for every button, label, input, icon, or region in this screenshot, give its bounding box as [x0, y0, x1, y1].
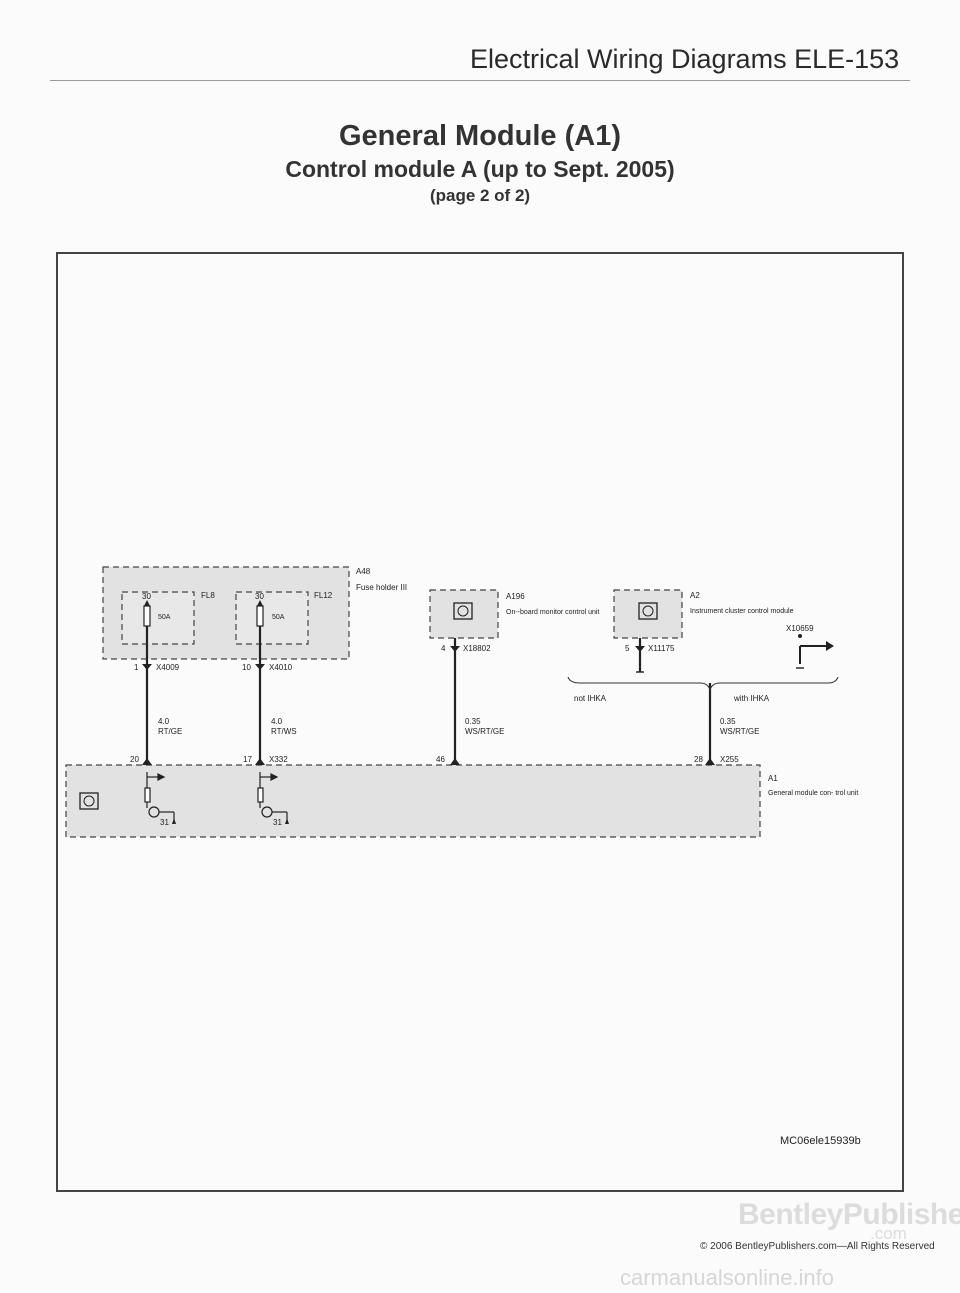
fuse-fl8-id: FL8: [201, 591, 215, 600]
wire-2-gauge: 4.0: [271, 717, 283, 726]
module-a196-icon: [453, 602, 473, 620]
pin-1: 1: [134, 663, 139, 672]
site-watermark: carmanualsonline.info: [620, 1265, 835, 1290]
ground-31-a: 31: [160, 818, 169, 827]
fuse-fl12-id: FL12: [314, 591, 333, 600]
wire-3-gauge: 0.35: [465, 717, 481, 726]
pin-17: 17: [243, 755, 252, 764]
fuse-fl8-rating: 50A: [158, 614, 171, 621]
module-a1-icon: [79, 792, 99, 810]
diagram-frame: [56, 252, 904, 1192]
diagram-title: General Module (A1): [339, 120, 621, 152]
wire-1-color: RT/GE: [158, 727, 182, 736]
wire-4-color: WS/RT/GE: [720, 727, 759, 736]
connector-x332: X332: [269, 755, 288, 764]
wire-3-color: WS/RT/GE: [465, 727, 504, 736]
connector-x255: X255: [720, 755, 739, 764]
fuse-holder-id: A48: [356, 567, 371, 576]
diagram-subtitle: Control module A (up to Sept. 2005): [285, 156, 675, 182]
page-indicator: (page 2 of 2): [429, 186, 531, 205]
pin-4: 4: [441, 644, 446, 653]
pin-28: 28: [694, 755, 703, 764]
option-not-ihka: not IHKA: [574, 694, 607, 703]
module-a2-icon: [638, 602, 658, 620]
wire-4-gauge: 0.35: [720, 717, 736, 726]
fuse-fl8-box: [121, 591, 195, 645]
connector-x10659: X10659: [786, 624, 814, 633]
pin-10: 10: [242, 663, 251, 672]
a1-pin-46: 46: [436, 755, 445, 764]
wire-2-color: RT/WS: [271, 727, 297, 736]
module-a1-id: A1: [768, 774, 778, 783]
fuse-fl12-box: [235, 591, 309, 645]
module-a2-id: A2: [690, 591, 700, 600]
wire-1-gauge: 4.0: [158, 717, 170, 726]
connector-x4010: X4010: [269, 663, 293, 672]
option-with-ihka: with IHKA: [733, 694, 770, 703]
connector-x4009: X4009: [156, 663, 180, 672]
fuse-fl12-symbol: [256, 605, 264, 627]
a1-pin-20: 20: [130, 755, 139, 764]
page-header: Electrical Wiring Diagrams ELE-153: [470, 44, 900, 74]
module-a2-box: [613, 589, 683, 639]
fuse-fl8-symbol: [143, 605, 151, 627]
a1-channel-1: [144, 772, 175, 820]
fuse-holder-label: Fuse holder III: [356, 583, 407, 592]
publisher-logo-com: .com: [870, 1224, 907, 1243]
copyright-notice: © 2006 BentleyPublishers.com—All Rights …: [700, 1241, 935, 1252]
module-a2-label: Instrument cluster control module: [690, 608, 794, 615]
fuse-fl12-terminal: 30: [255, 592, 264, 601]
a1-channel-2: [257, 772, 288, 820]
module-a196-id: A196: [506, 592, 525, 601]
module-a196-label: On--board monitor control unit: [506, 609, 599, 616]
ground-31-b: 31: [273, 818, 282, 827]
fuse-fl12-rating: 50A: [272, 614, 285, 621]
pin-5: 5: [625, 644, 630, 653]
connector-x11175: X11175: [648, 644, 675, 653]
header-rule: [50, 80, 910, 81]
module-a1-box: [65, 764, 761, 838]
connector-x18802: X18802: [463, 644, 491, 653]
fuse-fl8-terminal: 30: [142, 592, 151, 601]
module-a196-box: [429, 589, 499, 639]
module-a1-label: General module con- trol unit: [768, 790, 858, 797]
publisher-logo: BentleyPublishers: [738, 1198, 960, 1231]
diagram-code: MC06ele15939b: [780, 1135, 861, 1147]
